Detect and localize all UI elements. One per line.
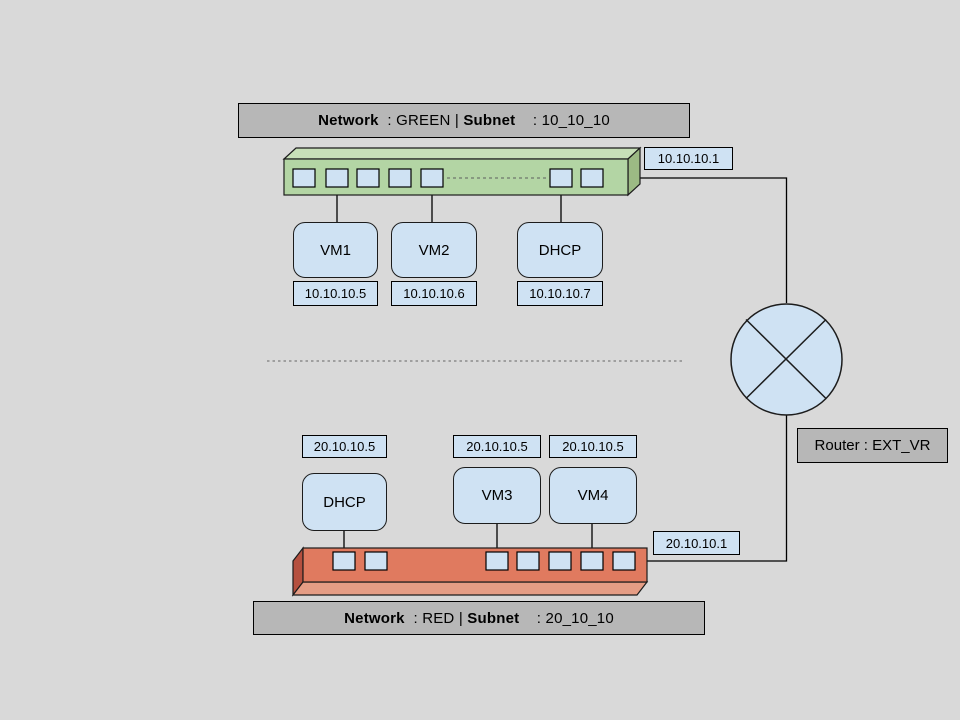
node-vm4: VM4 <box>549 467 637 524</box>
banner-text: Network <box>344 609 405 627</box>
node-dhcp-red: DHCP <box>302 473 387 531</box>
switch-port <box>612 551 636 571</box>
banner-text: Subnet <box>467 609 520 627</box>
red-network-banner: Network : RED | Subnet : 20_10_10 <box>253 601 705 635</box>
red-gateway-ip-label: 20.10.10.1 <box>653 531 740 555</box>
ip-label-dhcp-green: 10.10.10.7 <box>517 281 603 306</box>
router-cross-line <box>745 318 827 400</box>
banner-text: Subnet <box>463 112 516 129</box>
wire-green-to-router <box>603 177 788 303</box>
router-label: Router : EXT_VR <box>797 428 948 463</box>
switch-port <box>332 551 356 571</box>
node-vm3: VM3 <box>453 467 541 524</box>
node-vm2: VM2 <box>391 222 477 278</box>
ip-label-vm4: 20.10.10.5 <box>549 435 637 458</box>
switch-port <box>292 168 316 188</box>
switch-port <box>549 168 573 188</box>
green-network-banner: Network : GREEN | Subnet : 10_10_10 <box>238 103 690 138</box>
ip-label-dhcp-red: 20.10.10.5 <box>302 435 387 458</box>
switch-port <box>420 168 444 188</box>
banner-text: : 10_10_10 <box>515 112 610 129</box>
switch-port <box>364 551 388 571</box>
switch-port <box>485 551 509 571</box>
red-switch <box>291 546 649 597</box>
banner-text: : RED | <box>404 609 468 627</box>
wire-router-to-red <box>635 415 788 562</box>
green-gateway-ip-label: 10.10.10.1 <box>644 147 733 170</box>
banner-text: Network <box>318 112 379 129</box>
green-switch-top-face <box>282 147 642 160</box>
router-icon <box>730 303 843 416</box>
switch-port <box>548 551 572 571</box>
green-switch <box>282 146 642 197</box>
ip-label-vm2: 10.10.10.6 <box>391 281 477 306</box>
switch-port <box>388 168 412 188</box>
red-switch-ports <box>332 551 636 571</box>
banner-text: : 20_10_10 <box>519 609 614 627</box>
node-vm1: VM1 <box>293 222 378 278</box>
switch-port <box>516 551 540 571</box>
banner-text: : GREEN | <box>378 112 464 129</box>
switch-port <box>325 168 349 188</box>
ip-label-vm3: 20.10.10.5 <box>453 435 541 458</box>
green-switch-ports <box>292 168 604 188</box>
node-dhcp-green: DHCP <box>517 222 603 278</box>
switch-port <box>580 168 604 188</box>
red-switch-bottom-face <box>291 581 649 596</box>
switch-port <box>580 551 604 571</box>
switch-port <box>356 168 380 188</box>
ip-label-vm1: 10.10.10.5 <box>293 281 378 306</box>
